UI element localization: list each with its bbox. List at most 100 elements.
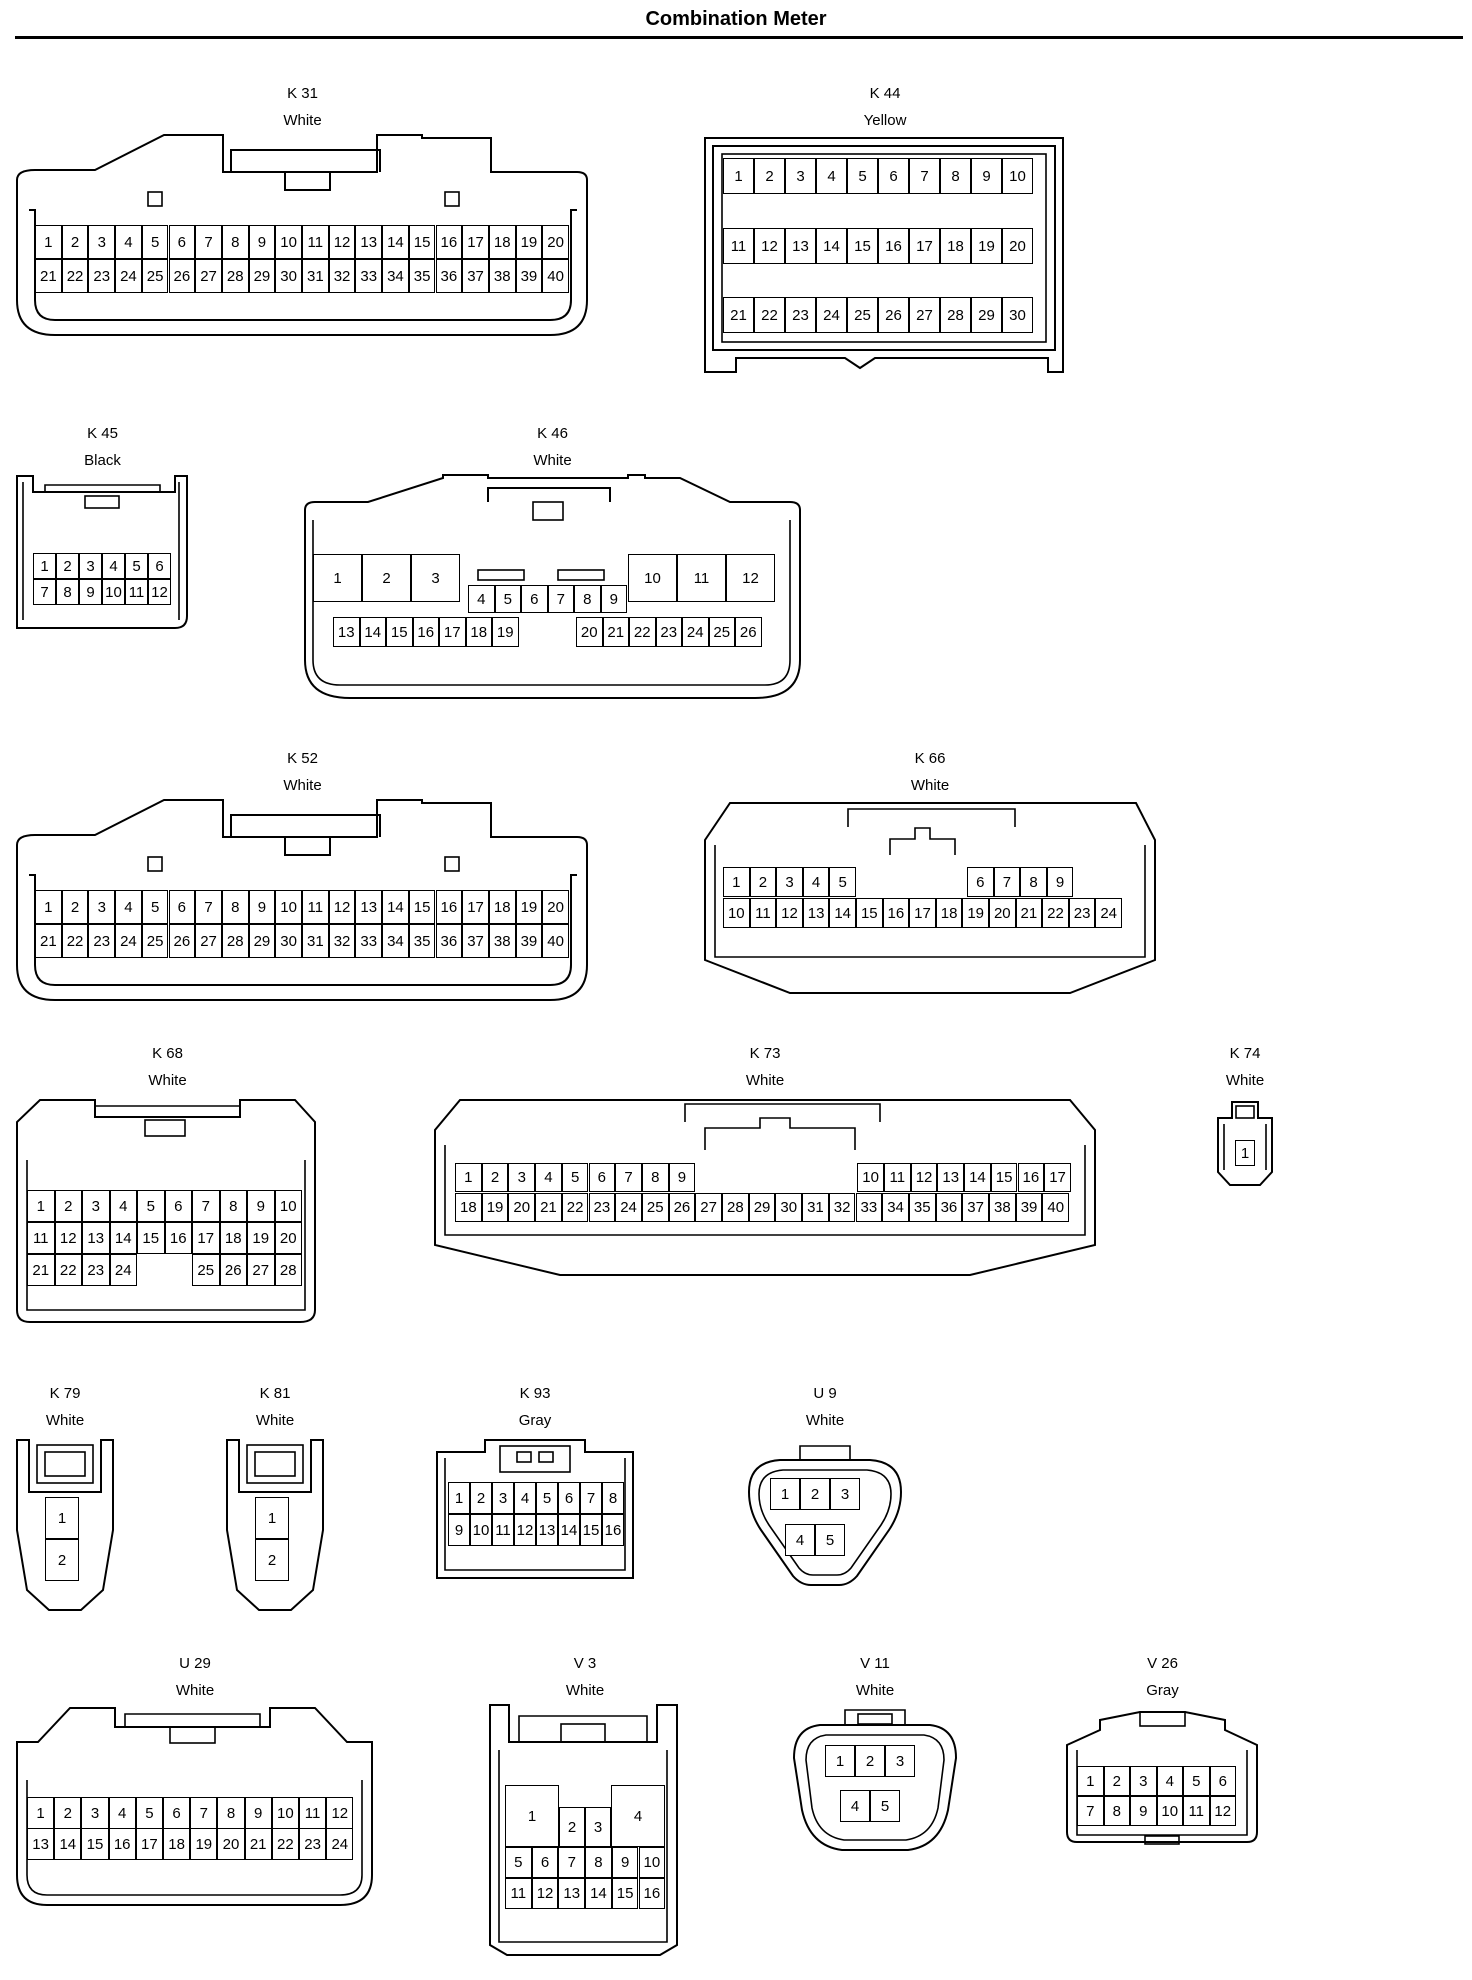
pin-1: 1 [255, 1497, 289, 1539]
pin-4: 4 [1156, 1766, 1183, 1796]
pin-5: 5 [847, 158, 878, 194]
pin-2: 2 [481, 1163, 509, 1192]
pin-7: 7 [1077, 1796, 1104, 1826]
pin-27: 27 [695, 1193, 722, 1222]
pin-19: 19 [481, 1193, 509, 1222]
pin-17: 17 [135, 1828, 163, 1860]
pin-2: 2 [61, 890, 89, 924]
pin-23: 23 [655, 617, 682, 647]
pin-3: 3 [585, 1807, 611, 1847]
pin-7: 7 [909, 158, 940, 194]
pin-14: 14 [829, 898, 856, 928]
pin-23: 23 [785, 297, 816, 333]
pin-11: 11 [677, 554, 726, 602]
pin-13: 13 [355, 225, 383, 259]
pin-3: 3 [785, 158, 816, 194]
pin-5: 5 [505, 1847, 532, 1878]
pin-19: 19 [971, 228, 1002, 264]
pin-8: 8 [56, 579, 79, 605]
pin-19: 19 [247, 1222, 275, 1254]
pin-15: 15 [137, 1222, 165, 1254]
connector-k74: K 74 White 1 [1210, 1040, 1280, 1190]
pin-7: 7 [195, 225, 222, 259]
pin-14: 14 [382, 890, 409, 924]
pin-37: 37 [462, 259, 489, 293]
pin-1: 1 [448, 1482, 470, 1514]
pin-18: 18 [935, 898, 963, 928]
pin-23: 23 [88, 259, 116, 293]
connector-color: Yellow [863, 112, 907, 129]
pin-40: 40 [1042, 1193, 1070, 1222]
connector-color: Gray [1146, 1682, 1179, 1699]
pin-16: 16 [878, 228, 909, 264]
pin-2: 2 [800, 1478, 830, 1510]
pin-11: 11 [884, 1163, 911, 1192]
pin-8: 8 [1020, 867, 1047, 897]
pin-10: 10 [1156, 1796, 1183, 1826]
pin-1: 1 [1235, 1140, 1255, 1166]
pin-11: 11 [302, 225, 329, 259]
pin-16: 16 [164, 1222, 192, 1254]
connector-id: V 3 [573, 1655, 597, 1672]
pin-27: 27 [247, 1254, 275, 1286]
pin-2: 2 [61, 225, 89, 259]
pin-26: 26 [168, 259, 196, 293]
connector-id: K 46 [537, 425, 568, 442]
pin-2: 2 [749, 867, 777, 897]
pin-24: 24 [615, 1193, 642, 1222]
pin-21: 21 [244, 1828, 272, 1860]
pin-23: 23 [299, 1828, 327, 1860]
pin-35: 35 [908, 1193, 936, 1222]
pin-34: 34 [882, 1193, 909, 1222]
pin-6: 6 [521, 585, 548, 613]
connector-id: K 68 [152, 1045, 183, 1062]
pin-4: 4 [514, 1482, 536, 1514]
pin-28: 28 [940, 297, 971, 333]
connector-shell [434, 1099, 1096, 1276]
pin-9: 9 [611, 1847, 639, 1878]
pin-3: 3 [508, 1163, 536, 1192]
connector-color: White [45, 1412, 85, 1429]
connector-shell [16, 1707, 373, 1906]
pin-25: 25 [708, 617, 735, 647]
pin-16: 16 [435, 225, 463, 259]
pin-15: 15 [386, 617, 413, 647]
pin-6: 6 [531, 1847, 559, 1878]
pin-7: 7 [192, 1190, 220, 1222]
pin-15: 15 [847, 228, 878, 264]
pin-3: 3 [830, 1478, 860, 1510]
pin-2: 2 [45, 1539, 79, 1581]
connector-color: Gray [518, 1412, 552, 1429]
pin-25: 25 [192, 1254, 220, 1286]
pin-12: 12 [776, 898, 803, 928]
pin-16: 16 [435, 890, 463, 924]
pin-5: 5 [125, 553, 148, 579]
pin-14: 14 [359, 617, 386, 647]
pin-10: 10 [1002, 158, 1033, 194]
pin-33: 33 [355, 259, 383, 293]
pin-22: 22 [629, 617, 656, 647]
connector-shell [1217, 1101, 1273, 1186]
pin-5: 5 [829, 867, 856, 897]
pin-16: 16 [412, 617, 439, 647]
pin-28: 28 [274, 1254, 302, 1286]
pin-39: 39 [515, 259, 543, 293]
pin-28: 28 [221, 259, 249, 293]
pin-5: 5 [1183, 1766, 1210, 1796]
pin-9: 9 [600, 585, 627, 613]
title-rule [15, 36, 1463, 39]
pin-25: 25 [141, 924, 169, 958]
pin-8: 8 [940, 158, 971, 194]
pin-39: 39 [1015, 1193, 1043, 1222]
pin-2: 2 [54, 1797, 82, 1829]
pin-9: 9 [248, 225, 276, 259]
pin-18: 18 [488, 225, 516, 259]
pin-12: 12 [531, 1878, 559, 1909]
connector-color: White [1225, 1072, 1265, 1089]
connector-id: U 29 [179, 1655, 211, 1672]
